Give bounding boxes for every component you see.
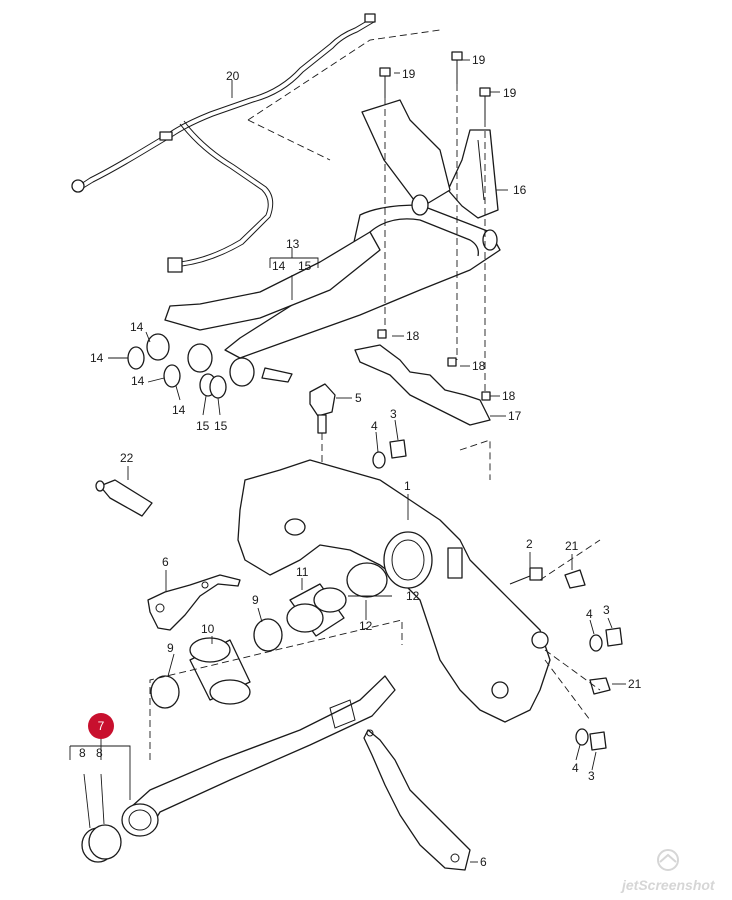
callout-14-b: 14 — [90, 351, 104, 365]
callout-22: 22 — [120, 451, 134, 465]
callout-19-a: 19 — [402, 67, 416, 81]
watermark: jetScreenshot — [620, 849, 716, 893]
callout-21-b: 21 — [628, 677, 642, 691]
callout-4-right: 4 — [586, 607, 593, 621]
leader-lines — [69, 59, 626, 863]
part-21-clips[interactable] — [564, 569, 611, 695]
callout-19-b: 19 — [472, 53, 486, 67]
callout-11: 11 — [296, 565, 309, 579]
part-2-bolt[interactable] — [509, 567, 543, 585]
callout-14-a: 14 — [130, 320, 144, 334]
part-5-sensor[interactable] — [309, 383, 336, 434]
part-16-bracket[interactable] — [447, 129, 499, 219]
callout-14-c: 14 — [131, 374, 145, 388]
callout-10: 10 — [201, 622, 215, 636]
part-8-orings[interactable] — [81, 824, 122, 863]
callout-18-a: 18 — [406, 329, 420, 343]
callout-12-a: 12 — [406, 589, 420, 603]
callout-19-c: 19 — [503, 86, 517, 100]
callout-3-lower: 3 — [588, 769, 595, 783]
callout-2: 2 — [526, 537, 533, 551]
callout-12-b: 12 — [359, 619, 373, 633]
part-17-bracket[interactable] — [354, 329, 491, 426]
watermark-logo-icon — [657, 849, 679, 871]
part-11-12-coupling[interactable] — [286, 562, 388, 637]
callout-17: 17 — [508, 409, 522, 423]
highlighted-callout-7[interactable]: 7 — [88, 713, 114, 739]
callout-1: 1 — [404, 479, 411, 493]
callout-4-upper: 4 — [371, 419, 378, 433]
callout-16: 16 — [513, 183, 527, 197]
part-3-4-plug-upper[interactable] — [372, 439, 407, 469]
callout-labels: 20 19 19 19 16 13 14 15 14 14 14 14 15 1… — [79, 53, 642, 869]
part-9-10-clamp-hose[interactable] — [150, 618, 283, 709]
callout-6-left: 6 — [162, 555, 169, 569]
callout-8-b: 8 — [96, 746, 103, 760]
callout-18-c: 18 — [502, 389, 516, 403]
part-6-gasket-left[interactable] — [147, 574, 241, 631]
highlight-marker — [88, 713, 114, 739]
callout-3-right: 3 — [603, 603, 610, 617]
callout-18-b: 18 — [472, 359, 486, 373]
callout-21-a: 21 — [565, 539, 579, 553]
callout-13: 13 — [286, 237, 300, 251]
part-7-pipe[interactable] — [121, 675, 396, 837]
callout-5: 5 — [355, 391, 362, 405]
callout-9-a: 9 — [252, 593, 259, 607]
callout-15-a: 15 — [196, 419, 210, 433]
callout-14-group: 14 — [272, 259, 286, 273]
callout-6-lower: 6 — [480, 855, 487, 869]
dashed-guide-lines — [149, 29, 601, 760]
part-3-4-plug-right[interactable] — [575, 627, 623, 751]
callout-4-lower: 4 — [572, 761, 579, 775]
callout-15-b: 15 — [214, 419, 228, 433]
callout-15-group: 15 — [298, 259, 312, 273]
callout-3-upper: 3 — [390, 407, 397, 421]
callout-9-b: 9 — [167, 641, 174, 655]
part-22-tube[interactable] — [95, 479, 153, 517]
callout-20: 20 — [226, 69, 240, 83]
part-13-crossmember[interactable] — [146, 99, 501, 387]
watermark-text: jetScreenshot — [620, 877, 716, 893]
callout-14-d: 14 — [172, 403, 186, 417]
callout-7: 7 — [98, 719, 105, 733]
part-6-gasket-lower[interactable] — [363, 729, 471, 871]
part-1-housing[interactable] — [237, 459, 551, 723]
callout-8-a: 8 — [79, 746, 86, 760]
part-20-hose-line[interactable] — [71, 13, 376, 273]
